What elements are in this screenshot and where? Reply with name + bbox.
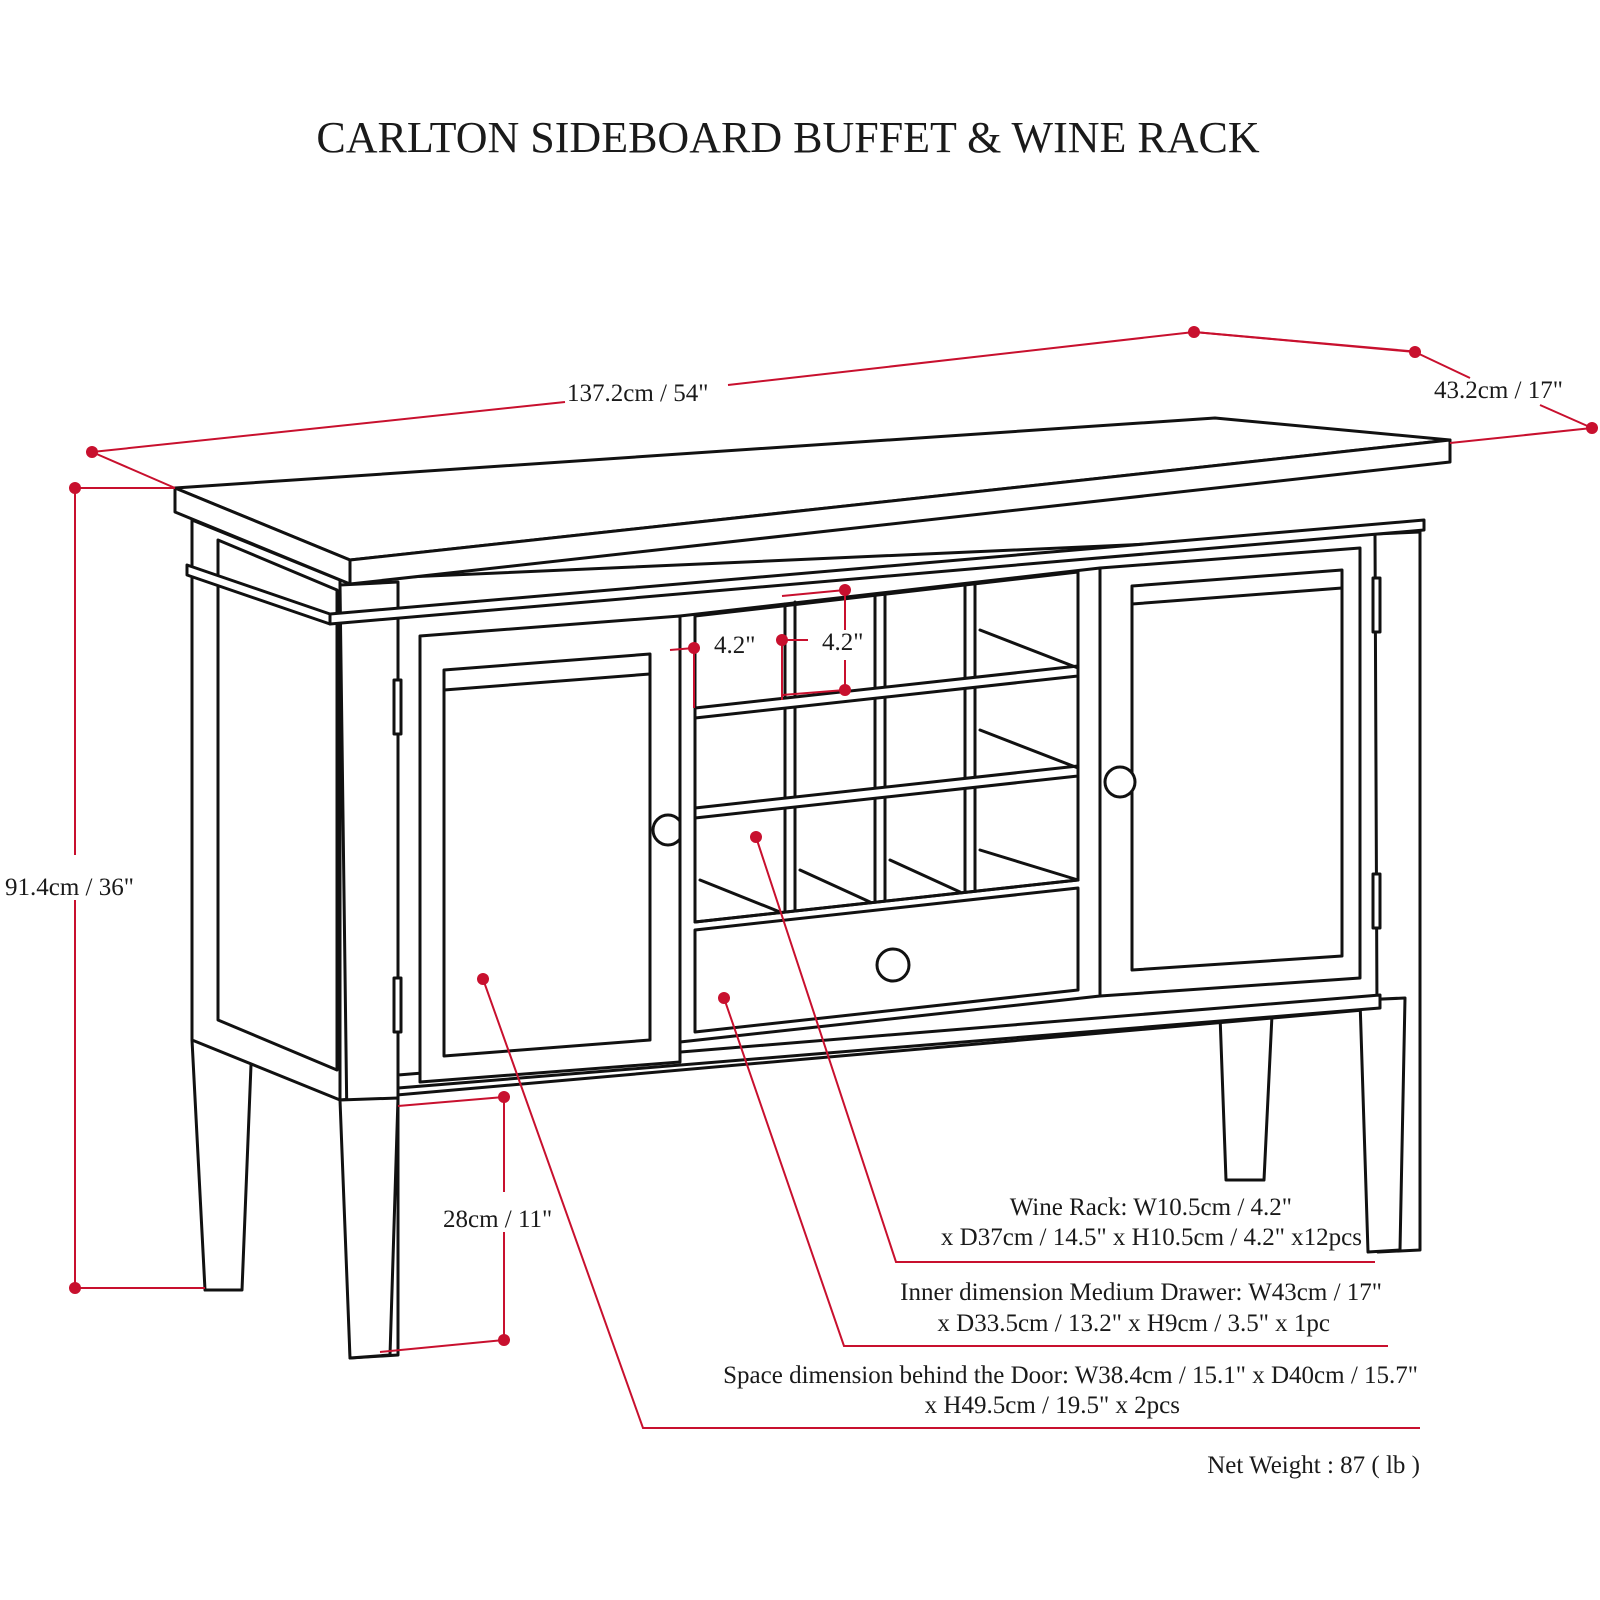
right-door-panel-bevel xyxy=(1130,586,1344,606)
drawer-note-line2: x D33.5cm / 13.2" x H9cm / 3.5" x 1pc xyxy=(937,1310,1330,1337)
left-hinge-top xyxy=(392,678,403,736)
left-hinge-bottom xyxy=(392,976,403,1034)
right-hinge-bottom xyxy=(1371,872,1382,930)
cell-height-leader-bottom xyxy=(781,689,846,696)
drawer-leader xyxy=(723,997,1388,1347)
right-hinge-top xyxy=(1371,576,1382,634)
front-right-leg xyxy=(1358,996,1407,1254)
width-label: 137.2cm / 54" xyxy=(567,380,708,407)
depth-leader-bottom xyxy=(1449,427,1593,444)
clearance-label: 28cm / 11" xyxy=(443,1206,552,1233)
net-weight: Net Weight : 87 ( lb ) xyxy=(1207,1452,1420,1479)
door-leader xyxy=(482,978,1420,1429)
drawer-note-line1: Inner dimension Medium Drawer: W43cm / 1… xyxy=(900,1279,1382,1306)
wine-rack-leader xyxy=(755,836,1375,1263)
depth-dimension-line-right xyxy=(1539,404,1593,429)
wine-rack-dividers xyxy=(783,581,977,914)
left-side-inset xyxy=(216,538,339,1072)
back-right-leg xyxy=(1218,1013,1274,1182)
wine-rack-note-line2: x D37cm / 14.5" x H10.5cm / 4.2" x12pcs xyxy=(941,1224,1362,1251)
width-dimension-line xyxy=(91,401,566,453)
dimension-lines xyxy=(69,326,1598,1429)
wine-rack-shelves xyxy=(693,628,1080,914)
depth-dimension-line xyxy=(1414,351,1471,379)
left-door-panel xyxy=(442,652,652,1058)
right-door-panel xyxy=(1130,568,1344,972)
cell-width-label: 4.2" xyxy=(714,632,755,659)
right-door-knob xyxy=(1103,765,1137,799)
width-dimension-line-right xyxy=(727,331,1195,386)
door-space-note-line1: Space dimension behind the Door: W38.4cm… xyxy=(723,1362,1418,1389)
wine-rack-note-line1: Wine Rack: W10.5cm / 4.2" xyxy=(1010,1194,1292,1221)
clearance-leader-top xyxy=(397,1096,505,1107)
left-door-panel-bevel xyxy=(442,672,652,692)
cell-height-leader-top xyxy=(781,589,846,597)
door-space-note-line2: x H49.5cm / 19.5" x 2pcs xyxy=(925,1392,1180,1419)
height-label: 91.4cm / 36" xyxy=(5,874,134,901)
sideboard-drawing xyxy=(173,416,1452,1360)
wine-rack-base xyxy=(693,878,1080,924)
cell-height-label: 4.2" xyxy=(822,629,863,656)
top-side-edge xyxy=(348,438,1452,586)
cell-width-left-dot xyxy=(688,642,700,654)
width-leader-left xyxy=(91,451,176,489)
depth-start-dot xyxy=(1409,346,1421,358)
depth-label: 43.2cm / 17" xyxy=(1434,377,1563,404)
clearance-leader-bottom xyxy=(379,1339,505,1353)
cell-width-right-dot xyxy=(776,634,788,646)
depth-leader xyxy=(1193,331,1416,353)
drawer-knob xyxy=(875,947,911,983)
diagram-title: CARLTON SIDEBOARD BUFFET & WINE RACK xyxy=(316,113,1259,162)
left-apron-rail xyxy=(185,563,332,626)
back-left-leg xyxy=(190,1038,254,1292)
front-left-leg-lower xyxy=(338,1096,400,1360)
